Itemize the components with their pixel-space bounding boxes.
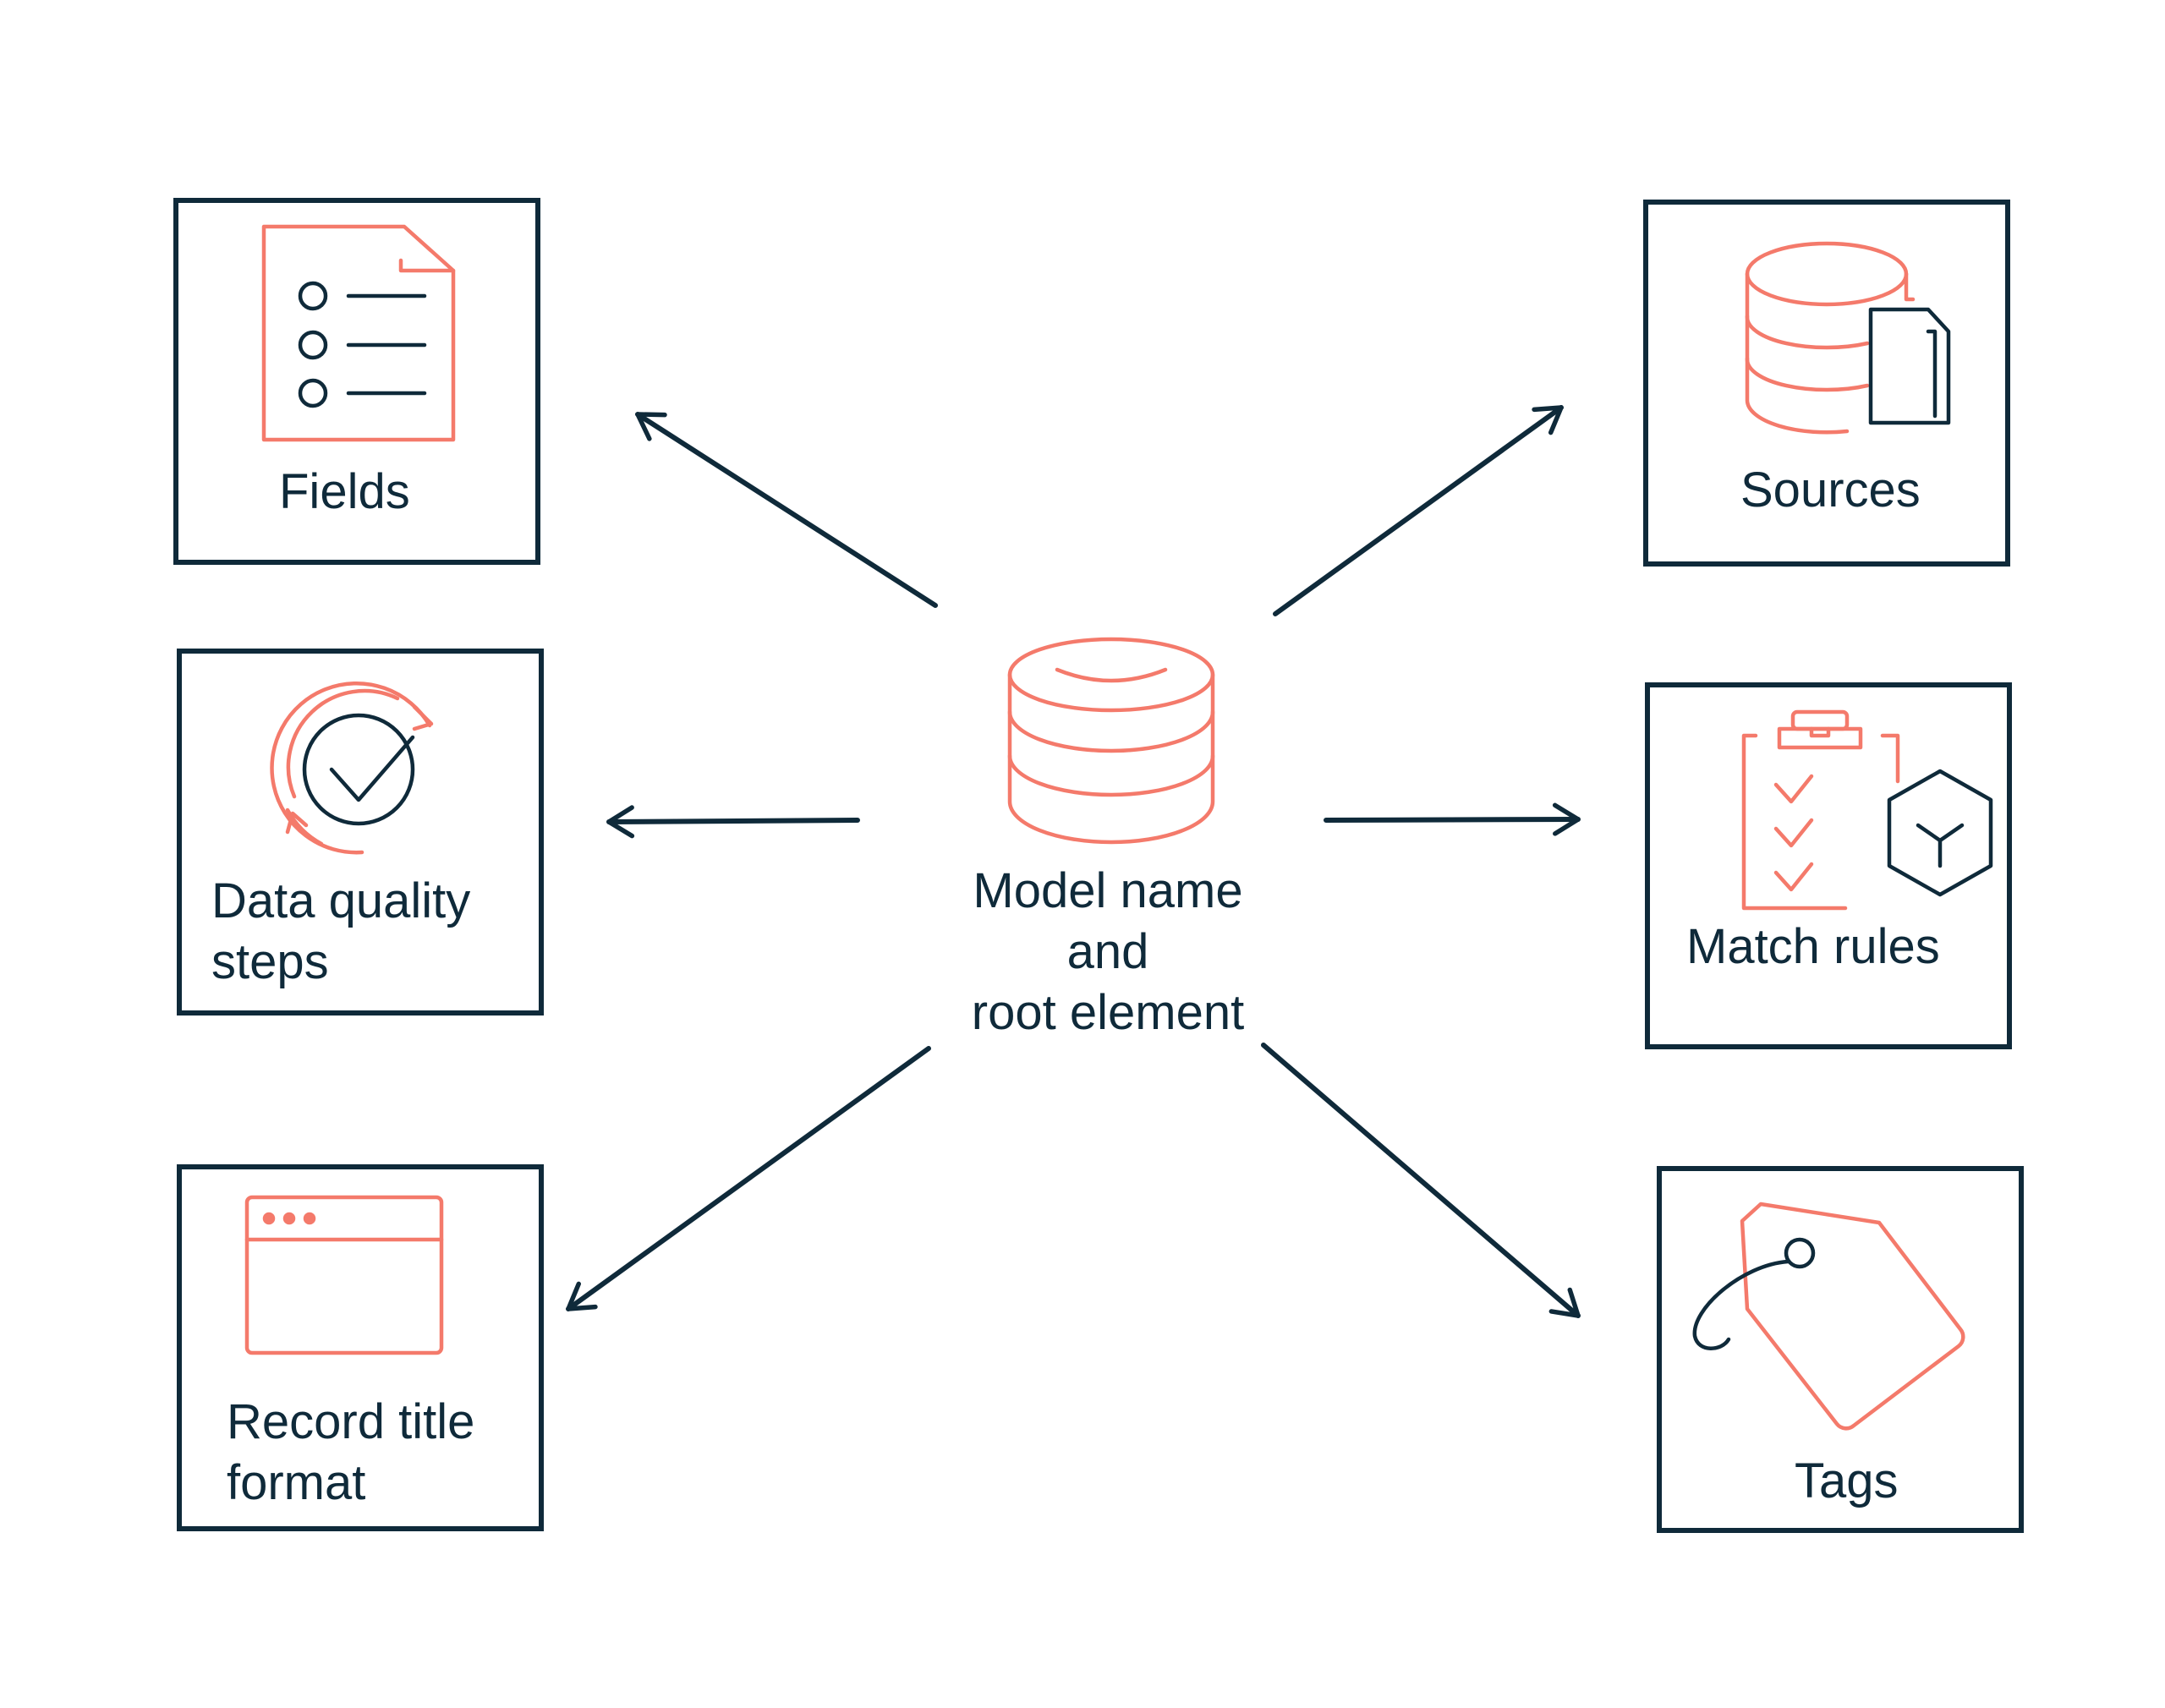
arrow-to-sources bbox=[1273, 405, 1564, 616]
record-title-label-line-1: Record title bbox=[227, 1394, 475, 1449]
arrow-to-record-title bbox=[566, 1046, 931, 1311]
data-quality-box bbox=[177, 649, 544, 1015]
browser-window-icon bbox=[244, 1195, 444, 1355]
data-quality-label-line-2: steps bbox=[211, 934, 329, 989]
center-label: Model name and root element bbox=[930, 861, 1285, 1043]
center-label-line-1: Model name bbox=[973, 863, 1243, 918]
fields-label: Fields bbox=[279, 464, 410, 519]
sources-label: Sources bbox=[1740, 463, 1921, 517]
refresh-check-icon bbox=[270, 681, 434, 855]
arrow-to-fields bbox=[635, 412, 938, 608]
record-title-label: Record title format bbox=[227, 1392, 474, 1514]
center-label-line-2: and bbox=[1066, 924, 1149, 979]
match-rules-box bbox=[1645, 682, 2012, 1049]
tags-label: Tags bbox=[1795, 1453, 1899, 1508]
database-document-icon bbox=[1745, 241, 1951, 435]
data-quality-label: Data quality steps bbox=[211, 871, 470, 993]
data-quality-label-line-1: Data quality bbox=[211, 873, 471, 928]
arrow-to-tags bbox=[1261, 1043, 1581, 1318]
match-rules-label: Match rules bbox=[1686, 919, 1940, 974]
tag-icon bbox=[1692, 1202, 1965, 1431]
clipboard-cube-icon bbox=[1741, 709, 1993, 911]
tags-box bbox=[1657, 1166, 2024, 1533]
list-document-icon bbox=[261, 224, 456, 442]
database-icon bbox=[1007, 637, 1215, 845]
record-title-box bbox=[177, 1164, 544, 1531]
fields-box bbox=[173, 198, 540, 565]
sources-box bbox=[1643, 200, 2010, 567]
record-title-label-line-2: format bbox=[227, 1455, 366, 1510]
arrow-to-data-quality bbox=[606, 805, 860, 839]
center-label-line-3: root element bbox=[971, 985, 1245, 1040]
arrow-to-match-rules bbox=[1324, 802, 1581, 836]
